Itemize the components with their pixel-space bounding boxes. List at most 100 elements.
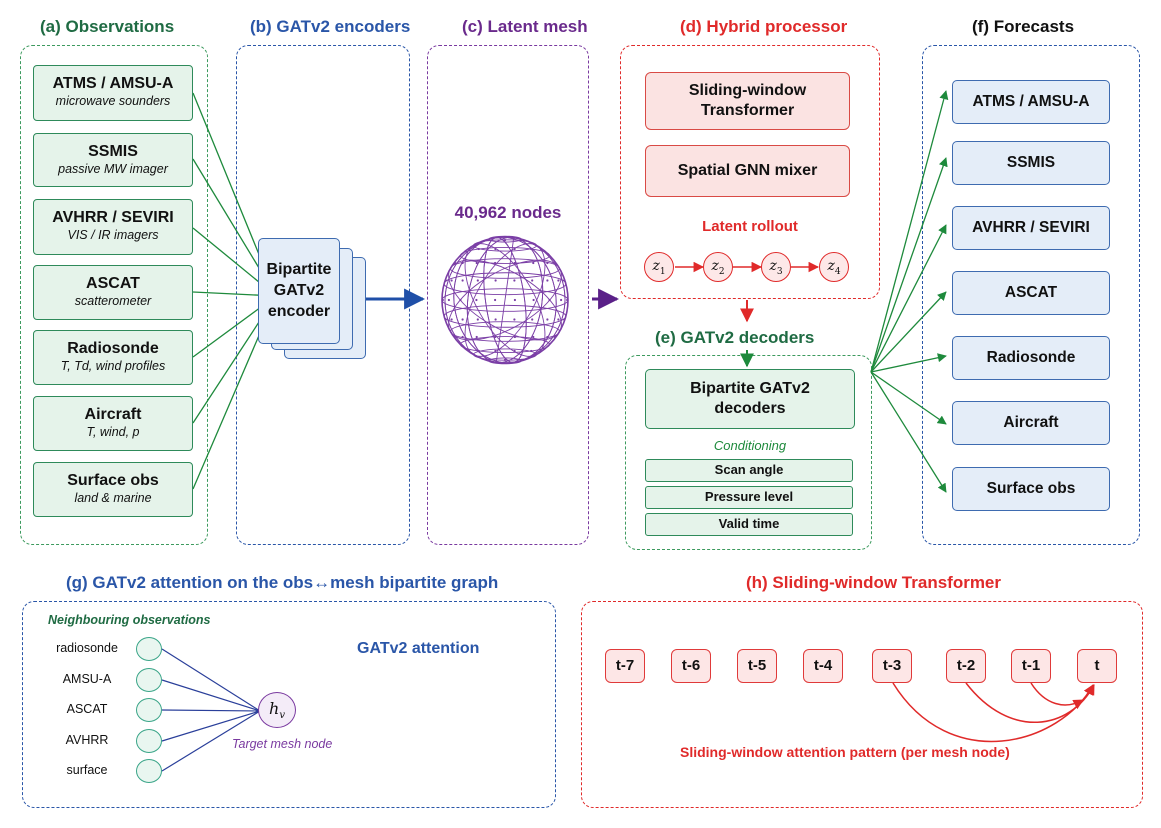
obs-name: ATMS / AMSU-A	[52, 75, 174, 92]
encoder-line-1: Bipartite	[266, 261, 332, 278]
latent-rollout-label: Latent rollout	[702, 218, 798, 235]
forecast-atms-amsua: ATMS / AMSU-A	[952, 80, 1110, 124]
panel-title-encoders: (b) GATv2 encoders	[250, 17, 411, 36]
target-symbol: h	[269, 699, 280, 718]
panel-title-decoders: (e) GATv2 decoders	[655, 328, 815, 347]
forecast-surface-obs: Surface obs	[952, 467, 1110, 511]
obs-sub: T, Td, wind profiles	[60, 359, 166, 373]
latent-state-z4: z4	[819, 252, 849, 282]
obs-atms-amsua: ATMS / AMSU-A microwave sounders	[33, 65, 193, 121]
sliding-window-panel	[581, 601, 1143, 808]
decoder-line-2: decoders	[714, 400, 786, 417]
z-symbol: z	[652, 258, 660, 274]
attention-panel	[22, 601, 556, 808]
obs-sub: T, wind, p	[86, 425, 140, 439]
processor-box1-line1: Sliding-window	[688, 82, 807, 99]
latent-state-z3: z3	[761, 252, 791, 282]
z-symbol: z	[827, 258, 835, 274]
attention-edges	[161, 648, 261, 772]
processor-box1-line2: Transformer	[700, 102, 795, 119]
time-step-t: t	[1077, 649, 1117, 683]
forecast-avhrr-seviri: AVHRR / SEVIRI	[952, 206, 1110, 250]
decoder-line-1: Bipartite GATv2	[690, 380, 810, 397]
forecast-ascat: ASCAT	[952, 271, 1110, 315]
obs-sub: passive MW imager	[58, 162, 168, 176]
hybrid-processor-panel	[620, 45, 880, 299]
forecast-aircraft: Aircraft	[952, 401, 1110, 445]
z-sub: 1	[659, 266, 666, 277]
conditioning-label: Conditioning	[713, 438, 787, 453]
neighbour-node	[136, 668, 162, 692]
obs-name: Surface obs	[67, 472, 159, 489]
latent-state-z1: z1	[644, 252, 674, 282]
obs-ssmis: SSMIS passive MW imager	[33, 133, 193, 187]
obs-name: Aircraft	[84, 406, 142, 423]
neighbour-node	[136, 698, 162, 722]
forecast-radiosonde: Radiosonde	[952, 336, 1110, 380]
time-step-t-3: t-3	[872, 649, 912, 683]
neighbour-label-radiosonde: radiosonde	[56, 641, 118, 655]
observations-panel	[20, 45, 208, 545]
encoder-line-3: encoder	[267, 303, 331, 320]
neighbour-label-avhrr: AVHRR	[65, 733, 109, 747]
encoder-line-2: GATv2	[273, 282, 325, 299]
obs-radiosonde: Radiosonde T, Td, wind profiles	[33, 330, 193, 385]
obs-sub: microwave sounders	[55, 94, 171, 108]
panel-title-hybrid-processor: (d) Hybrid processor	[680, 17, 848, 36]
mesh-node-count: 40,962 nodes	[454, 203, 562, 222]
obs-name: ASCAT	[86, 275, 140, 292]
sliding-window-transformer-box: Sliding-window Transformer	[645, 72, 850, 130]
z-symbol: z	[711, 258, 719, 274]
decoder-to-forecast-edges	[870, 90, 949, 493]
target-mesh-node: hv	[258, 692, 296, 728]
neighbour-node	[136, 637, 162, 661]
neighbour-label-ascat: ASCAT	[66, 702, 108, 716]
panel-title-latent-mesh: (c) Latent mesh	[462, 17, 588, 36]
neighbour-title: Neighbouring observations	[48, 613, 211, 627]
panel-title-forecasts: (f) Forecasts	[972, 17, 1075, 36]
z-sub: 2	[718, 266, 725, 277]
obs-name: Radiosonde	[67, 340, 159, 357]
time-step-t-1: t-1	[1011, 649, 1051, 683]
obs-surface: Surface obs land & marine	[33, 462, 193, 517]
sliding-window-arcs	[892, 682, 1095, 743]
encoder-card: Bipartite GATv2 encoder	[258, 238, 340, 344]
z-sub: 3	[776, 266, 783, 277]
forecasts-panel	[922, 45, 1140, 545]
panel-title-attention: (g) GATv2 attention on the obs↔mesh bipa…	[66, 573, 499, 592]
sliding-window-caption: Sliding-window attention pattern (per me…	[680, 744, 1010, 760]
obs-name: SSMIS	[88, 143, 138, 160]
bipartite-decoder-box: Bipartite GATv2 decoders	[645, 369, 855, 429]
obs-name: AVHRR / SEVIRI	[52, 209, 174, 226]
time-step-t-2: t-2	[946, 649, 986, 683]
spatial-gnn-mixer-box: Spatial GNN mixer	[645, 145, 850, 197]
target-sub: v	[279, 710, 285, 722]
target-mesh-node-label: Target mesh node	[232, 737, 333, 751]
obs-sub: land & marine	[74, 491, 152, 505]
forecast-ssmis: SSMIS	[952, 141, 1110, 185]
condition-pressure-level: Pressure level	[645, 486, 853, 509]
gatv2-attention-label: GATv2 attention	[357, 640, 480, 657]
time-step-t-6: t-6	[671, 649, 711, 683]
latent-mesh-panel	[427, 45, 589, 545]
neighbour-label-amsua: AMSU-A	[62, 672, 112, 686]
condition-scan-angle: Scan angle	[645, 459, 853, 482]
geodesic-mesh-sphere	[441, 235, 569, 365]
obs-avhrr-seviri: AVHRR / SEVIRI VIS / IR imagers	[33, 199, 193, 255]
latent-state-z2: z2	[703, 252, 733, 282]
neighbour-node	[136, 759, 162, 783]
z-sub: 4	[834, 266, 841, 277]
neighbour-label-surface: surface	[66, 763, 108, 777]
z-symbol: z	[769, 258, 777, 274]
time-step-t-5: t-5	[737, 649, 777, 683]
obs-aircraft: Aircraft T, wind, p	[33, 396, 193, 451]
panel-title-observations: (a) Observations	[40, 17, 175, 36]
time-step-t-7: t-7	[605, 649, 645, 683]
time-step-t-4: t-4	[803, 649, 843, 683]
obs-ascat: ASCAT scatterometer	[33, 265, 193, 320]
neighbour-node	[136, 729, 162, 753]
obs-sub: scatterometer	[74, 294, 152, 308]
obs-sub: VIS / IR imagers	[67, 228, 159, 242]
condition-valid-time: Valid time	[645, 513, 853, 536]
panel-title-sliding-window: (h) Sliding-window Transformer	[746, 573, 1001, 592]
